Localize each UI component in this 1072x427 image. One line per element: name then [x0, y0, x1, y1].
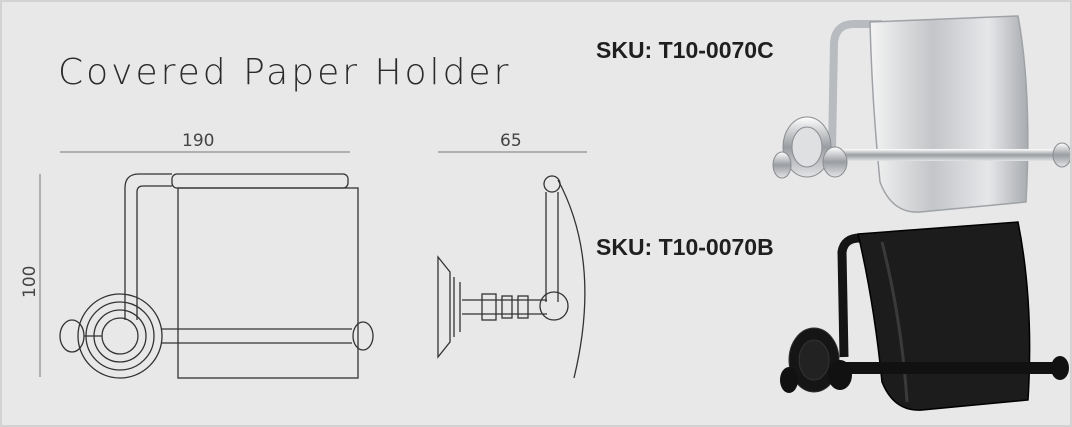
product-title: Covered Paper Holder: [58, 52, 512, 93]
width-dimension-label: 190: [182, 131, 214, 151]
sku-label-black: SKU: T10-0070B: [596, 234, 774, 260]
sku-label-chrome: SKU: T10-0070C: [596, 37, 774, 63]
height-dimension-label: 100: [20, 266, 40, 298]
front-view-drawing: [39, 151, 374, 379]
depth-dimension-label: 65: [500, 131, 522, 151]
chrome-holder-image: [772, 15, 1070, 213]
side-view-drawing: [437, 151, 587, 379]
black-holder-image: [780, 221, 1069, 411]
